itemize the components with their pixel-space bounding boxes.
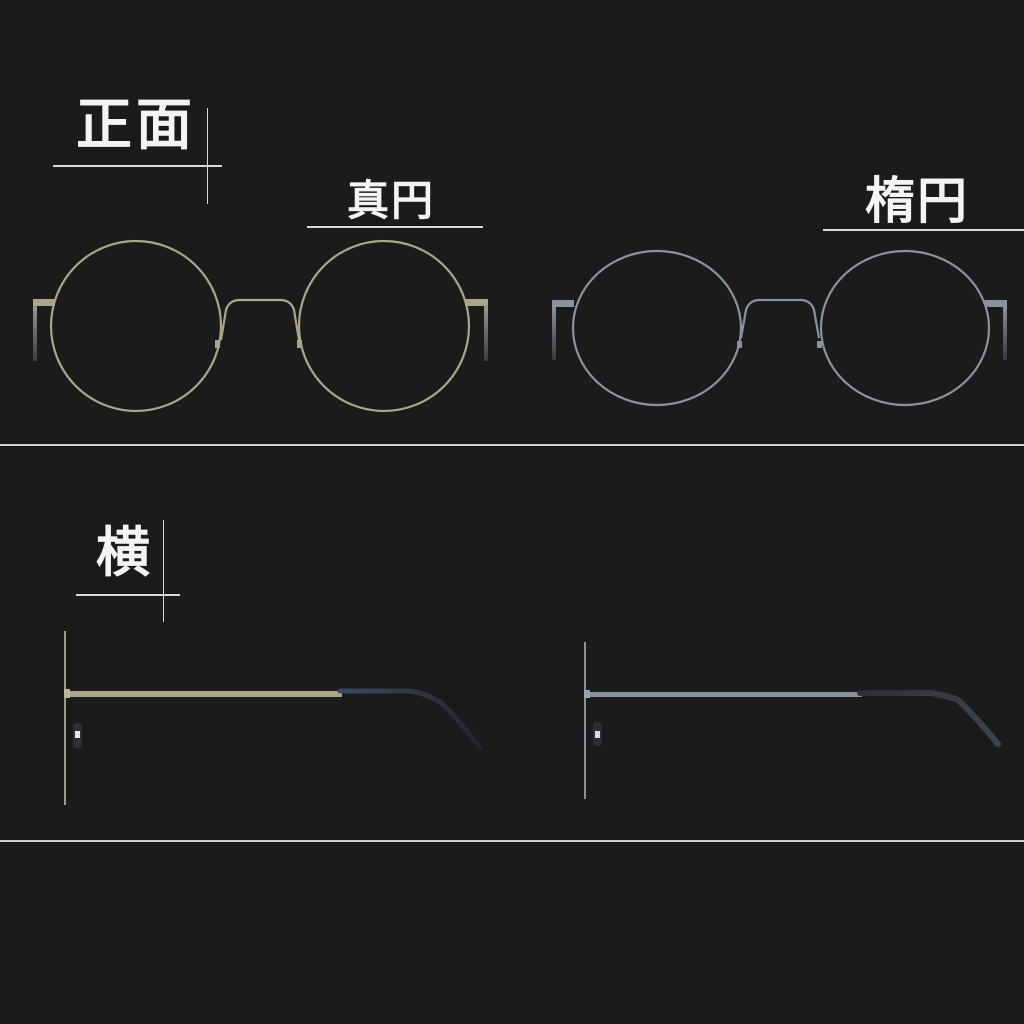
- round-variant-label: 真円: [347, 176, 436, 225]
- front-title-underline: [53, 165, 222, 167]
- section-divider-bottom: [0, 840, 1024, 842]
- round-label-underline: [307, 226, 483, 228]
- round-glasses-front-icon: [33, 239, 1007, 413]
- section-divider-top: [0, 444, 1024, 446]
- oval-variant-label: 楕円: [865, 172, 969, 230]
- oval-glasses-side-icon: [584, 642, 1001, 799]
- side-title-tick: [163, 520, 164, 622]
- side-title: 横: [96, 521, 150, 584]
- side-views: [64, 631, 1001, 805]
- round-glasses-side-icon: [64, 631, 483, 805]
- side-title-underline: [76, 594, 180, 596]
- oval-label-underline: [823, 229, 1024, 231]
- front-title: 正面: [76, 93, 196, 158]
- front-title-tick: [207, 108, 208, 204]
